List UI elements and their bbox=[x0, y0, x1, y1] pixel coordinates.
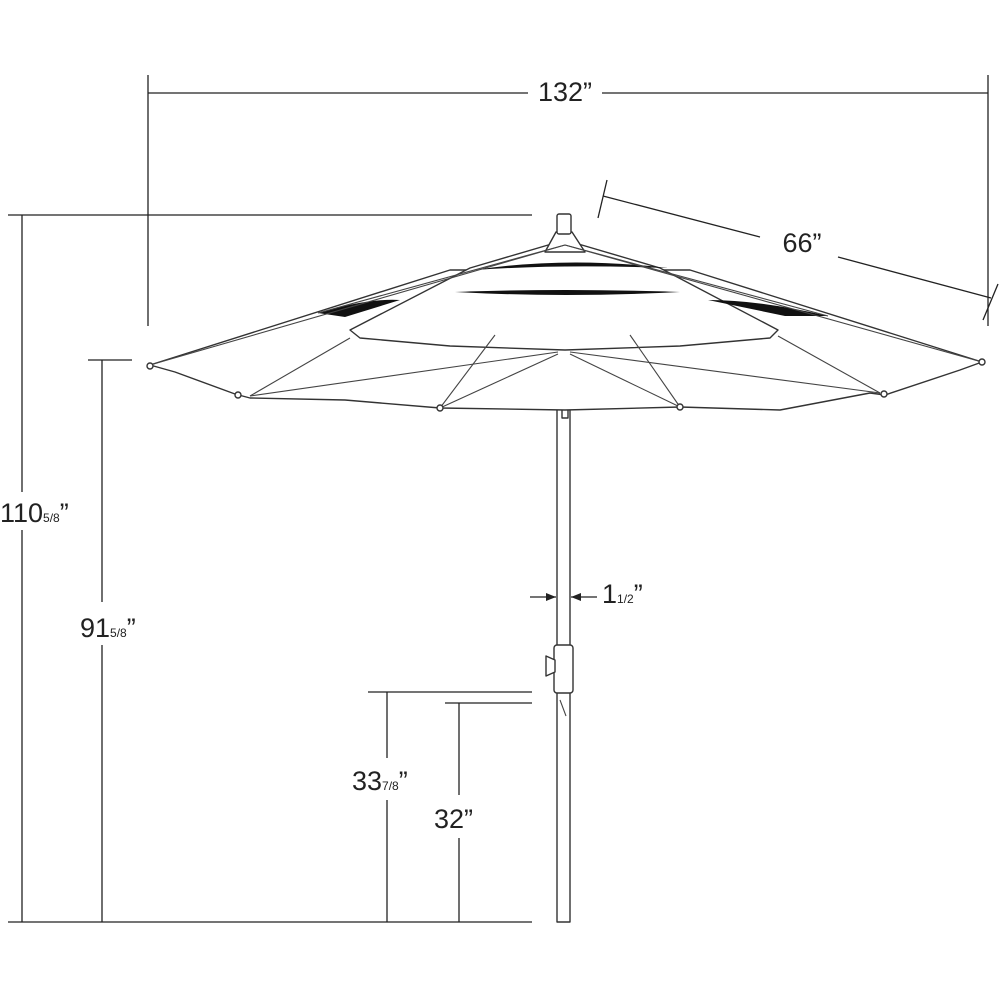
overall-height-fraction: 5/8 bbox=[43, 511, 60, 525]
pole-diameter-unit: ” bbox=[634, 579, 643, 609]
umbrella-pole bbox=[545, 349, 574, 923]
crank-height-dimension: 337/8” bbox=[352, 691, 532, 922]
rib-far-right bbox=[569, 351, 881, 394]
tilt-height-dimension: 32” bbox=[434, 702, 532, 922]
pole-diameter-dimension: 11/2” bbox=[530, 579, 643, 609]
clearance-height-unit: ” bbox=[127, 613, 136, 643]
tilt-height-label: 32” bbox=[434, 804, 473, 834]
rib-dimension-line-right bbox=[837, 256, 992, 299]
pole-diameter-label: 11/2” bbox=[602, 579, 643, 609]
crank-height-label: 337/8” bbox=[352, 766, 408, 796]
seam-right-upper bbox=[564, 244, 829, 317]
canopy-seams bbox=[149, 244, 983, 366]
vent-shadow-left bbox=[318, 299, 400, 317]
clearance-height-fraction: 5/8 bbox=[110, 626, 127, 640]
rib-length-label: 66” bbox=[782, 228, 821, 258]
strut-right bbox=[629, 334, 681, 408]
vent-shadow-top bbox=[475, 262, 668, 270]
rib-left bbox=[439, 353, 559, 409]
strut-left bbox=[439, 334, 496, 409]
overall-height-whole: 110 bbox=[0, 498, 43, 528]
rib-tip-center-left bbox=[436, 404, 444, 412]
rib-right-tick bbox=[982, 283, 999, 321]
strut-far-left bbox=[249, 337, 351, 397]
rib-far-left bbox=[249, 351, 559, 397]
crank-height-whole: 33 bbox=[352, 766, 382, 796]
diameter-arrow-right-head bbox=[571, 593, 581, 601]
pole-diameter-fraction: 1/2 bbox=[617, 592, 634, 606]
rib-tip-left bbox=[234, 391, 242, 399]
overall-height-unit: ” bbox=[60, 498, 69, 528]
clearance-height-dimension: 915/8” bbox=[80, 359, 136, 922]
rib-right bbox=[569, 353, 681, 408]
canopy-width-label: 132” bbox=[538, 77, 592, 107]
rib-length-dimension: 66” bbox=[597, 179, 999, 321]
rib-left-tick bbox=[597, 179, 608, 219]
canopy-finial bbox=[544, 213, 586, 253]
canopy-width-dimension: 132” bbox=[147, 75, 989, 326]
rib-tip-right bbox=[880, 390, 888, 398]
rib-tip-far-right bbox=[978, 358, 986, 366]
canopy-ribs bbox=[249, 334, 881, 409]
overall-height-dimension: 1105/8” bbox=[0, 214, 532, 922]
diameter-arrow-left-head bbox=[546, 593, 556, 601]
crank-height-fraction: 7/8 bbox=[382, 779, 399, 793]
pole-diameter-whole: 1 bbox=[602, 579, 617, 609]
vent-shadow-right bbox=[708, 300, 828, 316]
rib-dimension-line-left bbox=[602, 195, 761, 238]
crank-handle bbox=[545, 655, 556, 677]
vent-shadow-middle bbox=[455, 290, 680, 295]
crank-housing bbox=[553, 644, 574, 694]
crank-height-unit: ” bbox=[399, 766, 408, 796]
seam-left-upper bbox=[317, 244, 566, 314]
clearance-height-label: 915/8” bbox=[80, 613, 136, 643]
finial-base bbox=[544, 231, 586, 253]
clearance-height-whole: 91 bbox=[80, 613, 110, 643]
strut-far-right bbox=[777, 335, 881, 394]
pole-joint-mark bbox=[559, 699, 567, 717]
rib-tip-far-left bbox=[146, 362, 154, 370]
finial-cap bbox=[556, 213, 572, 235]
overall-height-label: 1105/8” bbox=[0, 498, 69, 528]
seam-right-outer bbox=[564, 244, 983, 363]
umbrella-illustration bbox=[146, 213, 986, 923]
rib-tip-center-right bbox=[676, 403, 684, 411]
upper-canopy bbox=[349, 242, 779, 351]
rib-tips bbox=[146, 358, 986, 412]
seam-left-outer bbox=[149, 244, 566, 366]
